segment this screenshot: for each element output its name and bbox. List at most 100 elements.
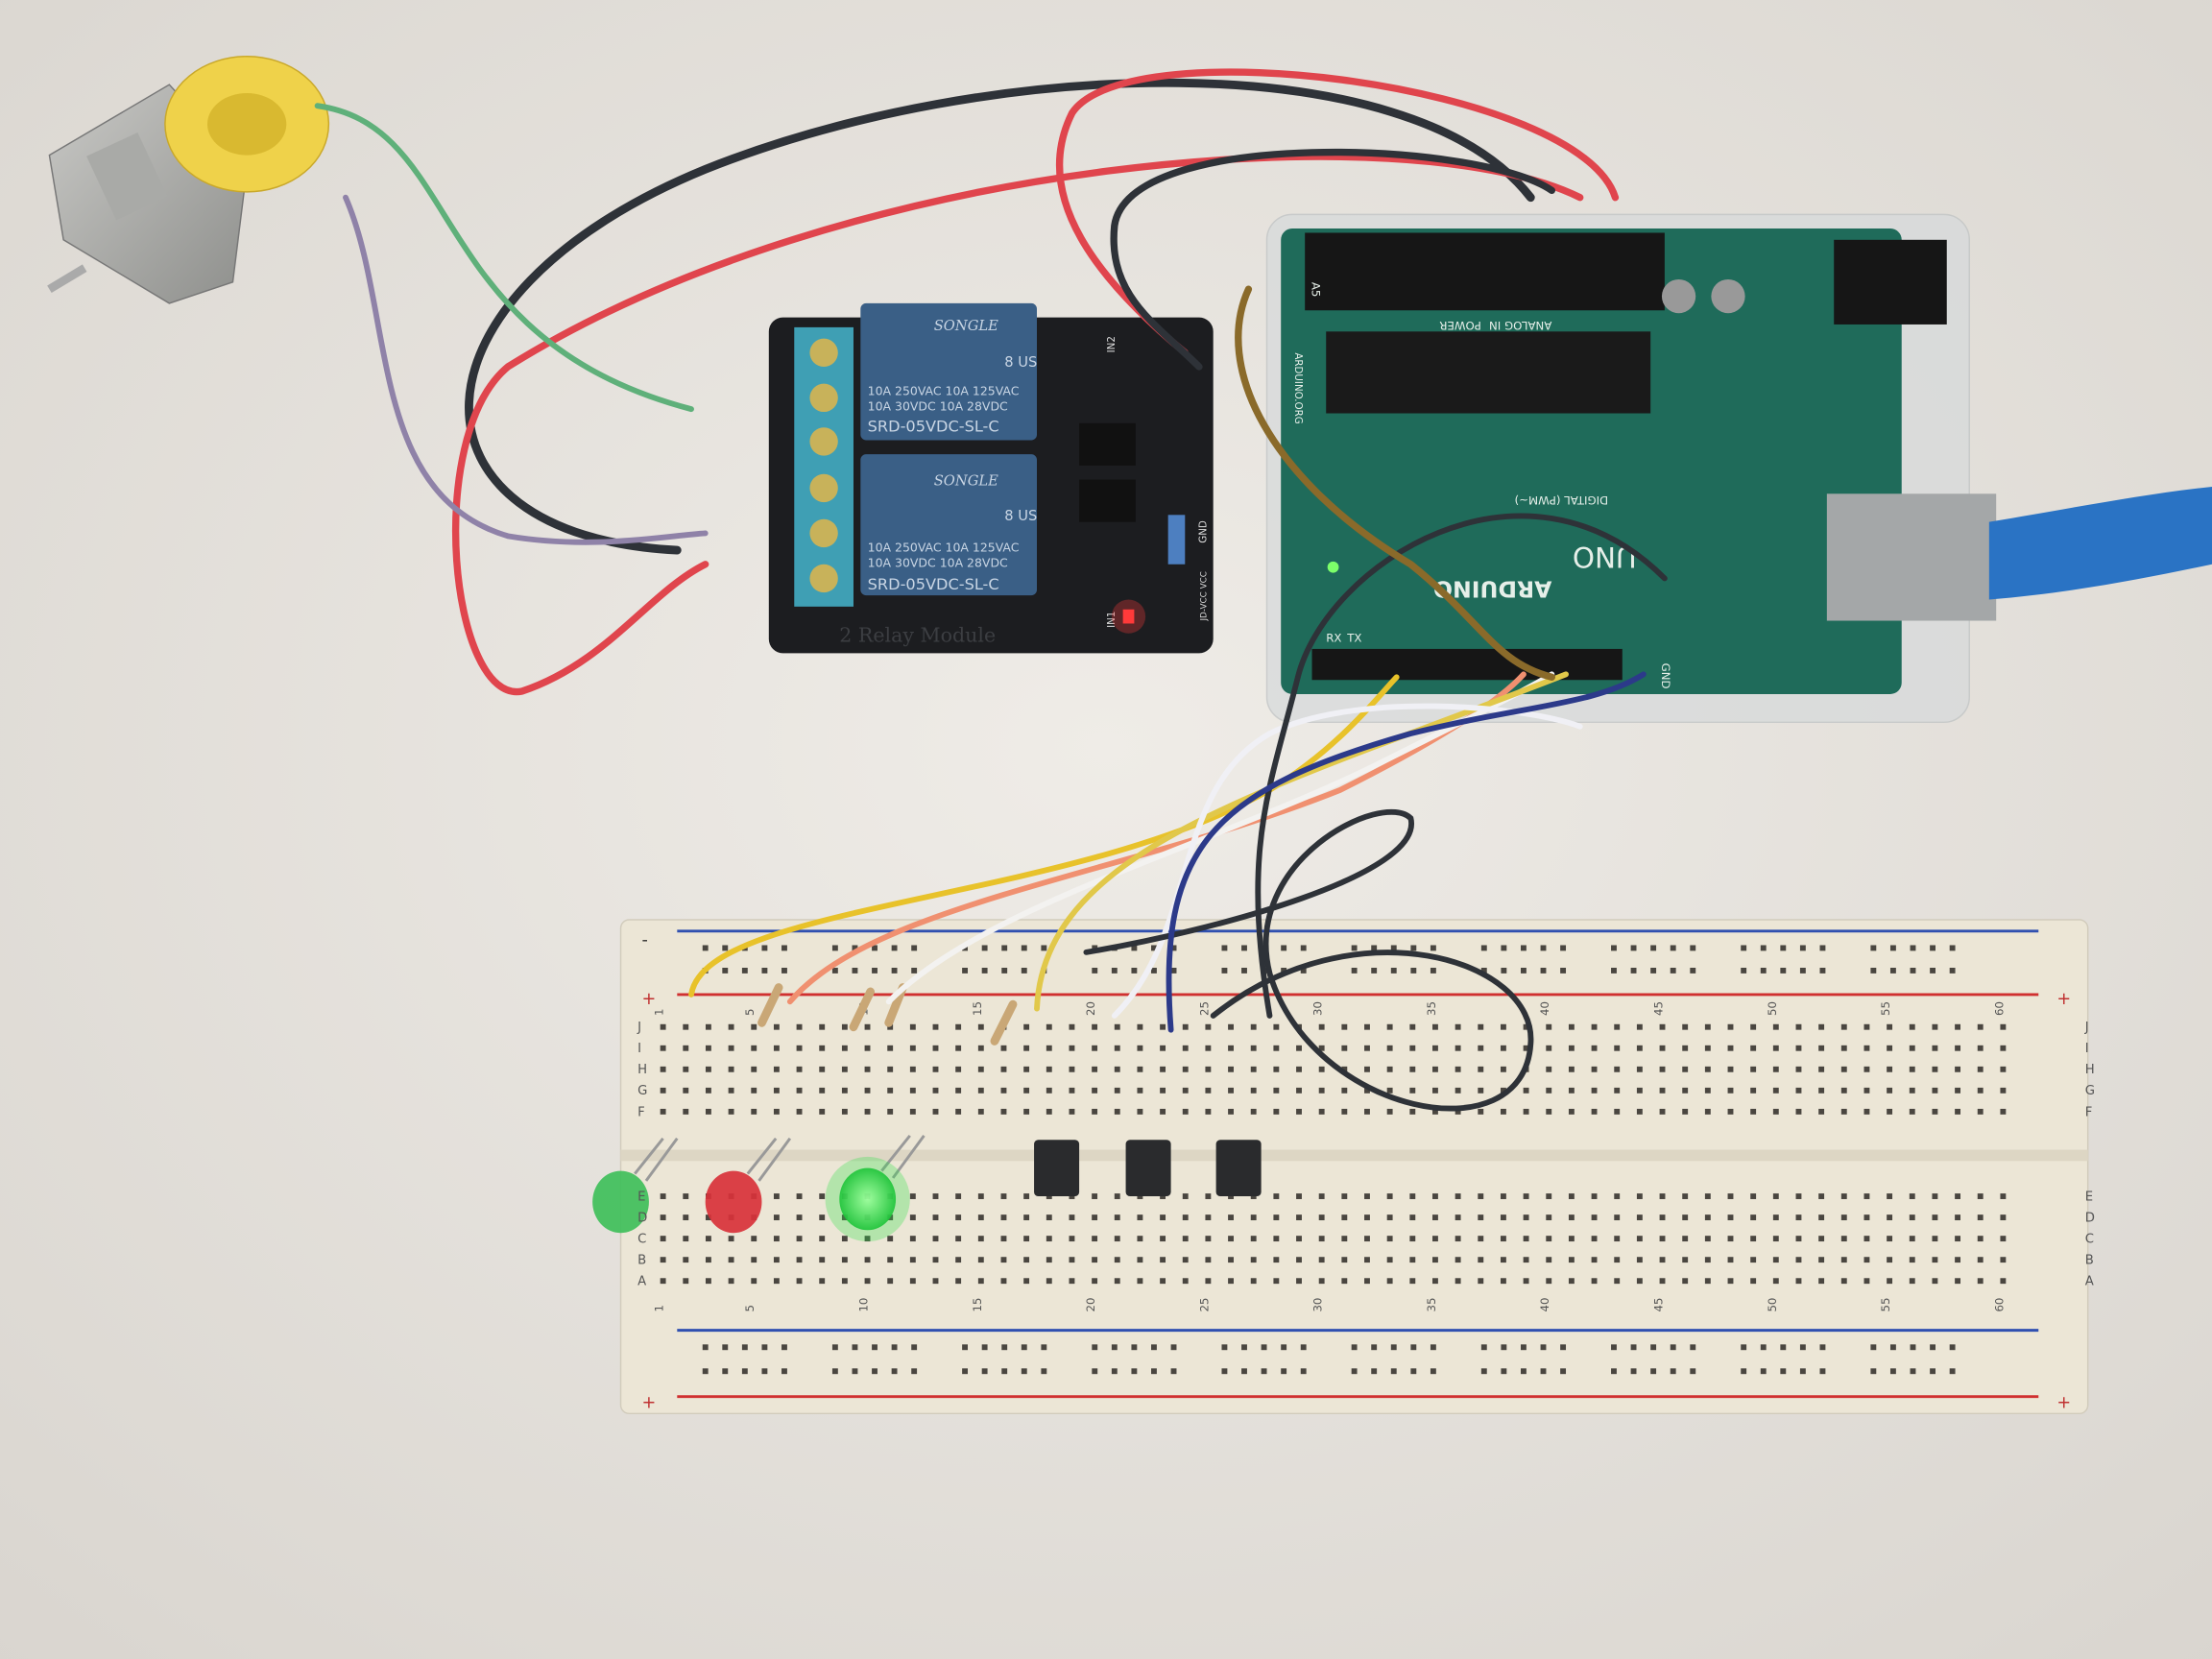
hole bbox=[1546, 1066, 1552, 1072]
hole bbox=[1741, 945, 1747, 951]
hole bbox=[1432, 1257, 1438, 1263]
hole bbox=[962, 1368, 968, 1375]
hole bbox=[1409, 1257, 1416, 1263]
hole bbox=[705, 1045, 711, 1051]
led bbox=[592, 1137, 679, 1234]
hole bbox=[1795, 1278, 1802, 1285]
push-button[interactable] bbox=[1125, 1140, 1171, 1197]
hole bbox=[1955, 1023, 1961, 1030]
hole bbox=[1000, 1087, 1007, 1094]
relay-board-label: 2 Relay Module bbox=[839, 624, 996, 647]
hole bbox=[1560, 945, 1567, 951]
hole bbox=[1909, 1066, 1915, 1072]
hole bbox=[1205, 1214, 1212, 1221]
hole bbox=[1432, 1023, 1438, 1030]
hole bbox=[1069, 1045, 1075, 1051]
push-button[interactable] bbox=[1034, 1140, 1080, 1197]
gnd-label: GND bbox=[1659, 663, 1672, 689]
hole bbox=[955, 1066, 962, 1072]
hole bbox=[1000, 1066, 1007, 1072]
hole bbox=[1114, 1257, 1120, 1263]
hole bbox=[932, 1066, 939, 1072]
hole bbox=[977, 1257, 984, 1263]
hole bbox=[1500, 1066, 1506, 1072]
hole bbox=[1909, 1023, 1915, 1030]
hole bbox=[1750, 1087, 1757, 1094]
rx-label: RX bbox=[1326, 632, 1341, 645]
hole bbox=[1560, 1368, 1567, 1375]
hole bbox=[2000, 1087, 2007, 1094]
hole bbox=[1636, 1066, 1643, 1072]
hole bbox=[872, 1344, 878, 1351]
hole bbox=[1386, 1257, 1393, 1263]
hole bbox=[1523, 1045, 1529, 1051]
hole bbox=[1704, 1278, 1711, 1285]
row-letter: B bbox=[637, 1254, 646, 1268]
hole bbox=[864, 1108, 871, 1115]
hole bbox=[977, 1214, 984, 1221]
hole bbox=[911, 968, 918, 974]
hole bbox=[1364, 1066, 1370, 1072]
hole bbox=[1909, 1045, 1915, 1051]
hole bbox=[955, 1236, 962, 1242]
hole bbox=[1977, 1236, 1984, 1242]
column-number: 20 bbox=[1084, 1298, 1097, 1312]
hole bbox=[977, 1087, 984, 1094]
hole bbox=[864, 1066, 871, 1072]
hole bbox=[728, 1257, 734, 1263]
hole bbox=[1932, 1087, 1938, 1094]
hole bbox=[1682, 1236, 1689, 1242]
hole bbox=[909, 1087, 916, 1094]
minus-sign: - bbox=[642, 930, 648, 950]
hole bbox=[1160, 1045, 1166, 1051]
hole bbox=[728, 1066, 734, 1072]
hole bbox=[1205, 1278, 1212, 1285]
hole bbox=[1241, 1368, 1247, 1375]
hole bbox=[1261, 1344, 1267, 1351]
hole bbox=[852, 1344, 858, 1351]
hole bbox=[1341, 1278, 1348, 1285]
row-letter: A bbox=[637, 1275, 646, 1289]
hole bbox=[1250, 1045, 1257, 1051]
hole bbox=[1023, 1023, 1030, 1030]
hole bbox=[1932, 1023, 1938, 1030]
plus-sign: + bbox=[642, 990, 657, 1009]
hole bbox=[932, 1193, 939, 1199]
power-label: POWER bbox=[1439, 319, 1481, 332]
hole bbox=[1772, 1045, 1779, 1051]
hole bbox=[962, 1344, 968, 1351]
hole bbox=[909, 1278, 916, 1285]
hole bbox=[1870, 1368, 1877, 1375]
hole bbox=[841, 1236, 848, 1242]
hole bbox=[1772, 1278, 1779, 1285]
hole bbox=[1521, 1368, 1527, 1375]
hole bbox=[872, 968, 878, 974]
hole bbox=[1131, 968, 1138, 974]
hole bbox=[1772, 1236, 1779, 1242]
hole bbox=[1977, 1278, 1984, 1285]
hole bbox=[841, 1257, 848, 1263]
hole bbox=[1611, 945, 1617, 951]
hole bbox=[1568, 1045, 1575, 1051]
row-letter: F bbox=[2085, 1105, 2093, 1119]
hole bbox=[1160, 1236, 1166, 1242]
hole bbox=[1682, 1066, 1689, 1072]
hole bbox=[1364, 1257, 1370, 1263]
hole bbox=[1432, 1066, 1438, 1072]
hole bbox=[773, 1193, 780, 1199]
hole bbox=[796, 1214, 803, 1221]
hole bbox=[1889, 1368, 1896, 1375]
hole bbox=[1659, 1257, 1666, 1263]
hole bbox=[1500, 1087, 1506, 1094]
hole bbox=[1205, 1236, 1212, 1242]
push-button[interactable] bbox=[1215, 1140, 1262, 1197]
hole bbox=[1930, 1344, 1936, 1351]
arduino-uno: ARDUINO UNO DIGITAL (PWM~) POWER ANALOG … bbox=[1265, 213, 1997, 724]
hole bbox=[909, 1236, 916, 1242]
hole bbox=[2000, 1023, 2007, 1030]
hole bbox=[1069, 1257, 1075, 1263]
hole bbox=[1318, 1236, 1325, 1242]
column-number: 60 bbox=[1992, 1001, 2006, 1016]
hole bbox=[1863, 1278, 1870, 1285]
hole bbox=[955, 1108, 962, 1115]
